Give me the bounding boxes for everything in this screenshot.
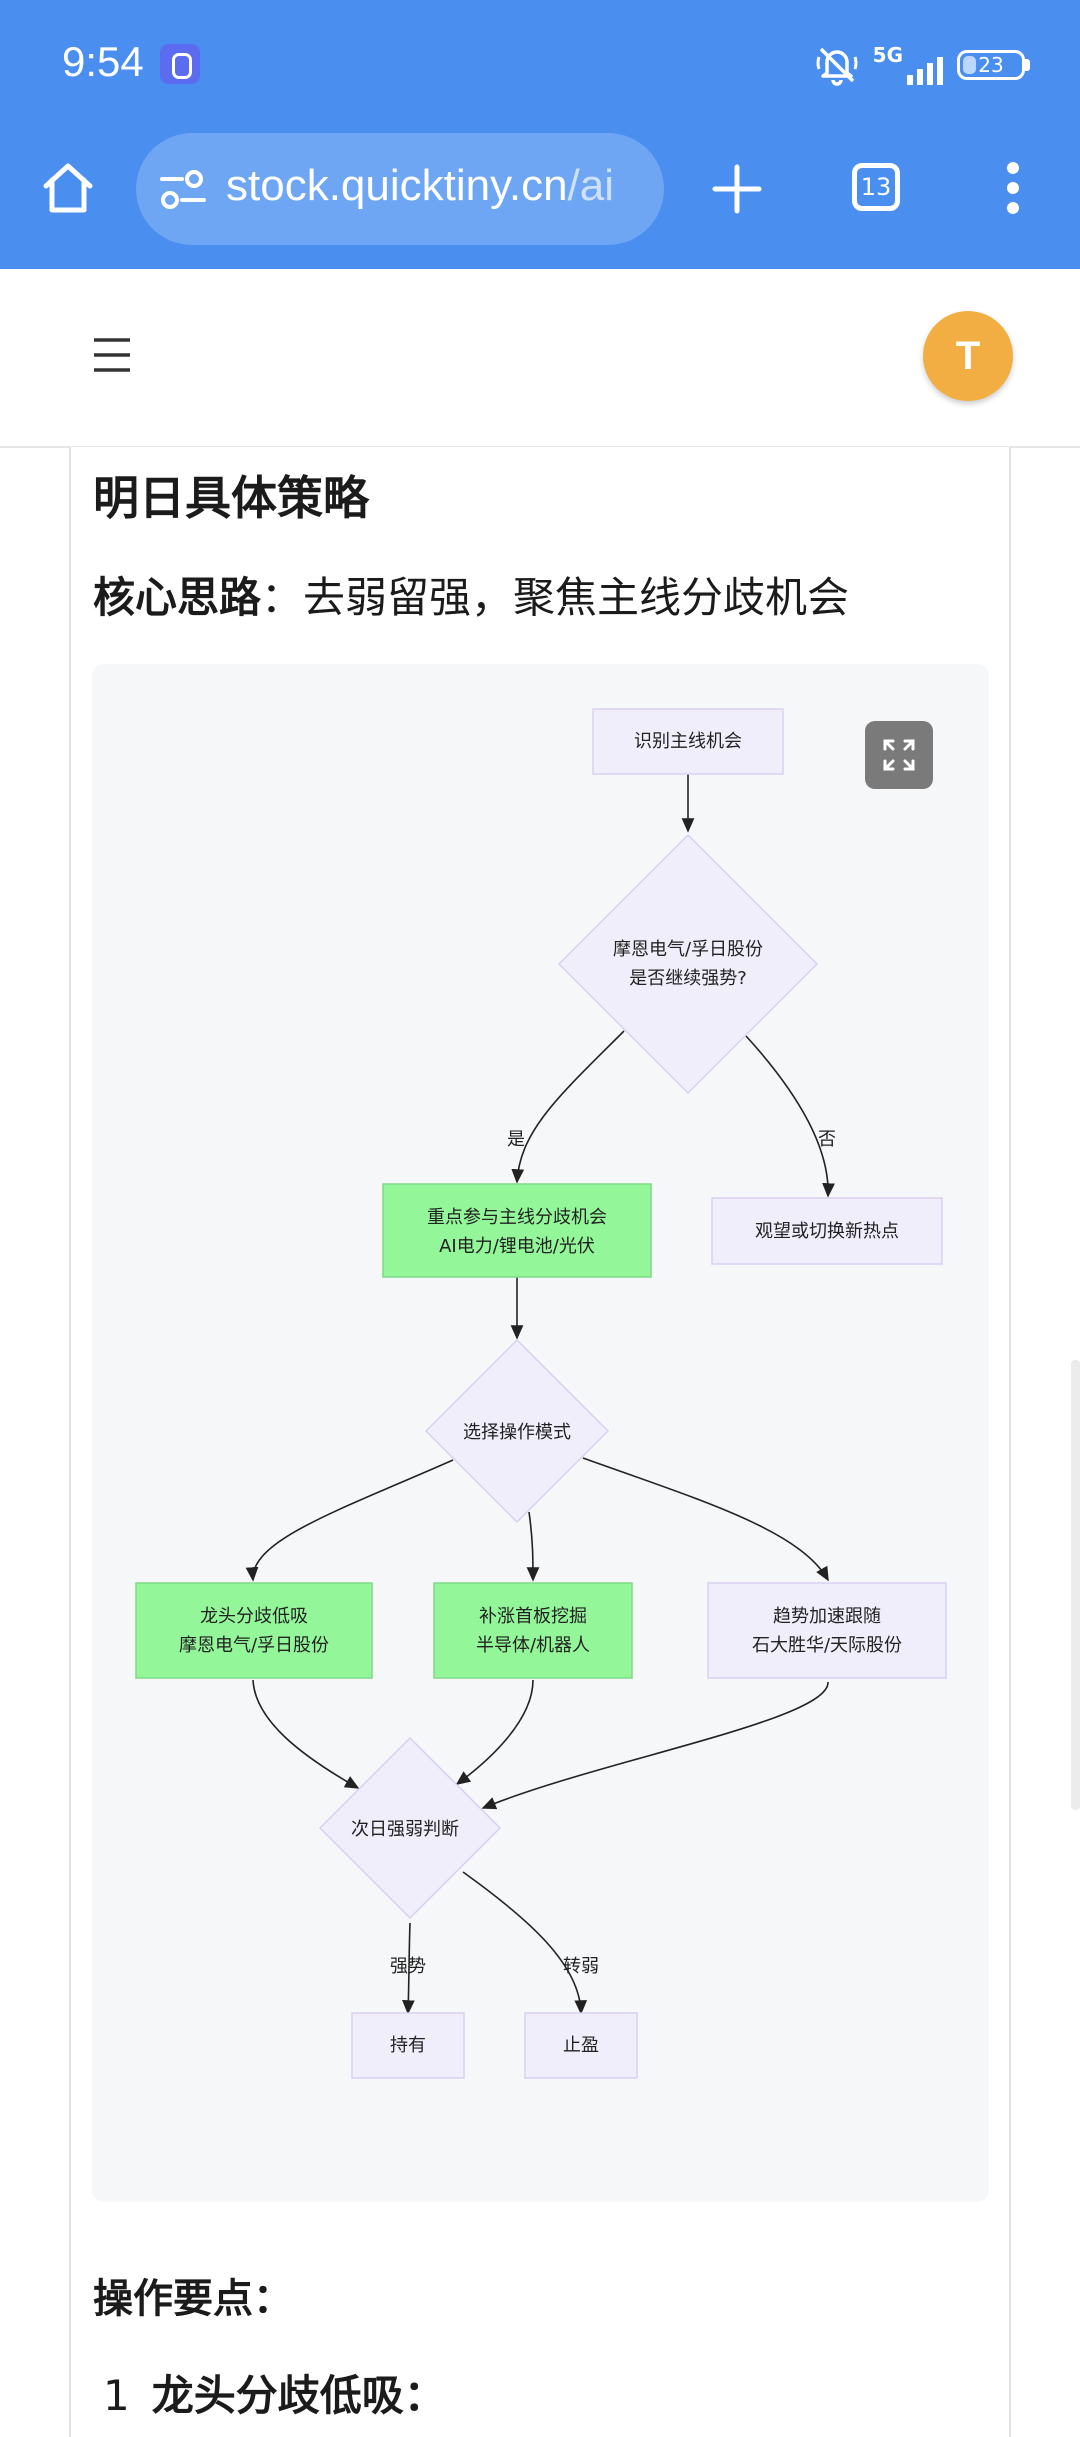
page-title: 明日具体策略 xyxy=(93,471,369,525)
edge-label-strong: 强势 xyxy=(390,1956,426,1977)
edge-dip-to-judge xyxy=(252,1679,360,1789)
core-idea-text: ：去弱留强，聚焦主线分歧机会 xyxy=(261,573,850,622)
node-judge xyxy=(318,1736,502,1920)
more-vert-icon[interactable] xyxy=(998,160,1028,216)
browser-chrome: 9:54 5G 23 xyxy=(0,0,1080,269)
home-icon[interactable] xyxy=(40,160,96,216)
list-item: 1 龙头分歧低吸： xyxy=(103,2362,446,2423)
node-dip xyxy=(135,1582,373,1679)
network-type: 5G xyxy=(872,43,903,67)
edge-first-to-judge xyxy=(455,1679,534,1785)
edge-label-weak: 转弱 xyxy=(563,1956,599,1977)
edge-mode-to-trend xyxy=(582,1457,829,1582)
url-path: /ai xyxy=(567,161,615,210)
node-take-profit-label: 止盈 xyxy=(563,2035,599,2056)
edge-mode-to-dip xyxy=(245,1459,454,1582)
node-take-profit xyxy=(524,2012,638,2079)
list-item-suffix: ： xyxy=(403,2371,446,2420)
battery-level: 23 xyxy=(978,53,1004,77)
battery-icon: 23 xyxy=(957,50,1025,80)
section-heading-ops: 操作要点： xyxy=(93,2276,293,2322)
list-number: 1 xyxy=(103,2371,130,2420)
node-focus-line1: 重点参与主线分歧机会 xyxy=(427,1207,607,1228)
node-hold-label: 持有 xyxy=(390,2035,426,2056)
status-icons: 5G 23 xyxy=(815,40,1030,90)
page-scrollbar[interactable] xyxy=(1071,1360,1080,1810)
node-wait xyxy=(711,1197,943,1265)
node-start-label: 识别主线机会 xyxy=(634,731,742,752)
core-idea: 核心思路：去弱留强，聚焦主线分歧机会 xyxy=(93,564,849,625)
battery-fill xyxy=(963,56,976,74)
site-header xyxy=(0,269,1080,448)
node-decision-strong xyxy=(557,833,819,1095)
node-dip-line2: 摩恩电气/孚日股份 xyxy=(179,1635,329,1656)
avatar[interactable]: T xyxy=(923,311,1013,401)
edge-mode-to-first xyxy=(526,1511,540,1582)
node-mode xyxy=(424,1338,610,1524)
site-settings-icon[interactable] xyxy=(158,169,208,211)
url-host: stock.quicktiny.cn xyxy=(226,161,568,210)
node-decision-line1: 摩恩电气/孚日股份 xyxy=(613,939,763,960)
node-focus xyxy=(382,1183,652,1278)
bell-off-icon xyxy=(816,47,858,86)
node-first-line1: 补涨首板挖掘 xyxy=(479,1606,587,1627)
list-item-title: 龙头分歧低吸 xyxy=(151,2371,404,2420)
node-judge-label: 次日强弱判断 xyxy=(351,1819,459,1840)
node-focus-line2: AI电力/锂电池/光伏 xyxy=(439,1236,595,1257)
plus-icon[interactable] xyxy=(712,164,762,214)
tab-switcher-icon[interactable]: 13 xyxy=(852,163,900,211)
node-dip-line1: 龙头分歧低吸 xyxy=(200,1606,308,1627)
core-idea-label: 核心思路 xyxy=(93,573,262,622)
app-notification-icon xyxy=(160,44,200,84)
status-time: 9:54 xyxy=(62,38,144,85)
url-text[interactable]: stock.quicktiny.cn/ai xyxy=(226,161,614,211)
node-mode-label: 选择操作模式 xyxy=(463,1422,571,1443)
node-first-board xyxy=(433,1582,633,1679)
edge-label-no: 否 xyxy=(818,1129,836,1150)
edge-weak xyxy=(462,1871,588,2015)
node-start xyxy=(592,708,784,775)
address-bar[interactable]: stock.quicktiny.cn/ai xyxy=(136,133,664,245)
fullscreen-expand-icon xyxy=(883,739,915,771)
signal-icon: 5G xyxy=(873,45,943,85)
edge-yes xyxy=(511,1030,625,1184)
node-hold xyxy=(351,2012,465,2079)
node-trend-line2: 石大胜华/天际股份 xyxy=(752,1635,902,1656)
node-first-line2: 半导体/机器人 xyxy=(476,1635,590,1656)
node-decision-line2: 是否继续强势? xyxy=(629,968,747,989)
edge-trend-to-judge xyxy=(481,1681,829,1810)
hamburger-menu-icon[interactable] xyxy=(92,337,132,373)
fullscreen-button[interactable] xyxy=(865,721,933,789)
node-wait-label: 观望或切换新热点 xyxy=(755,1221,899,1242)
edge-no xyxy=(745,1035,835,1198)
edge-strong xyxy=(402,1922,415,2015)
edge-label-yes: 是 xyxy=(507,1129,525,1150)
node-trend-line1: 趋势加速跟随 xyxy=(773,1606,881,1627)
node-trend xyxy=(707,1582,947,1679)
